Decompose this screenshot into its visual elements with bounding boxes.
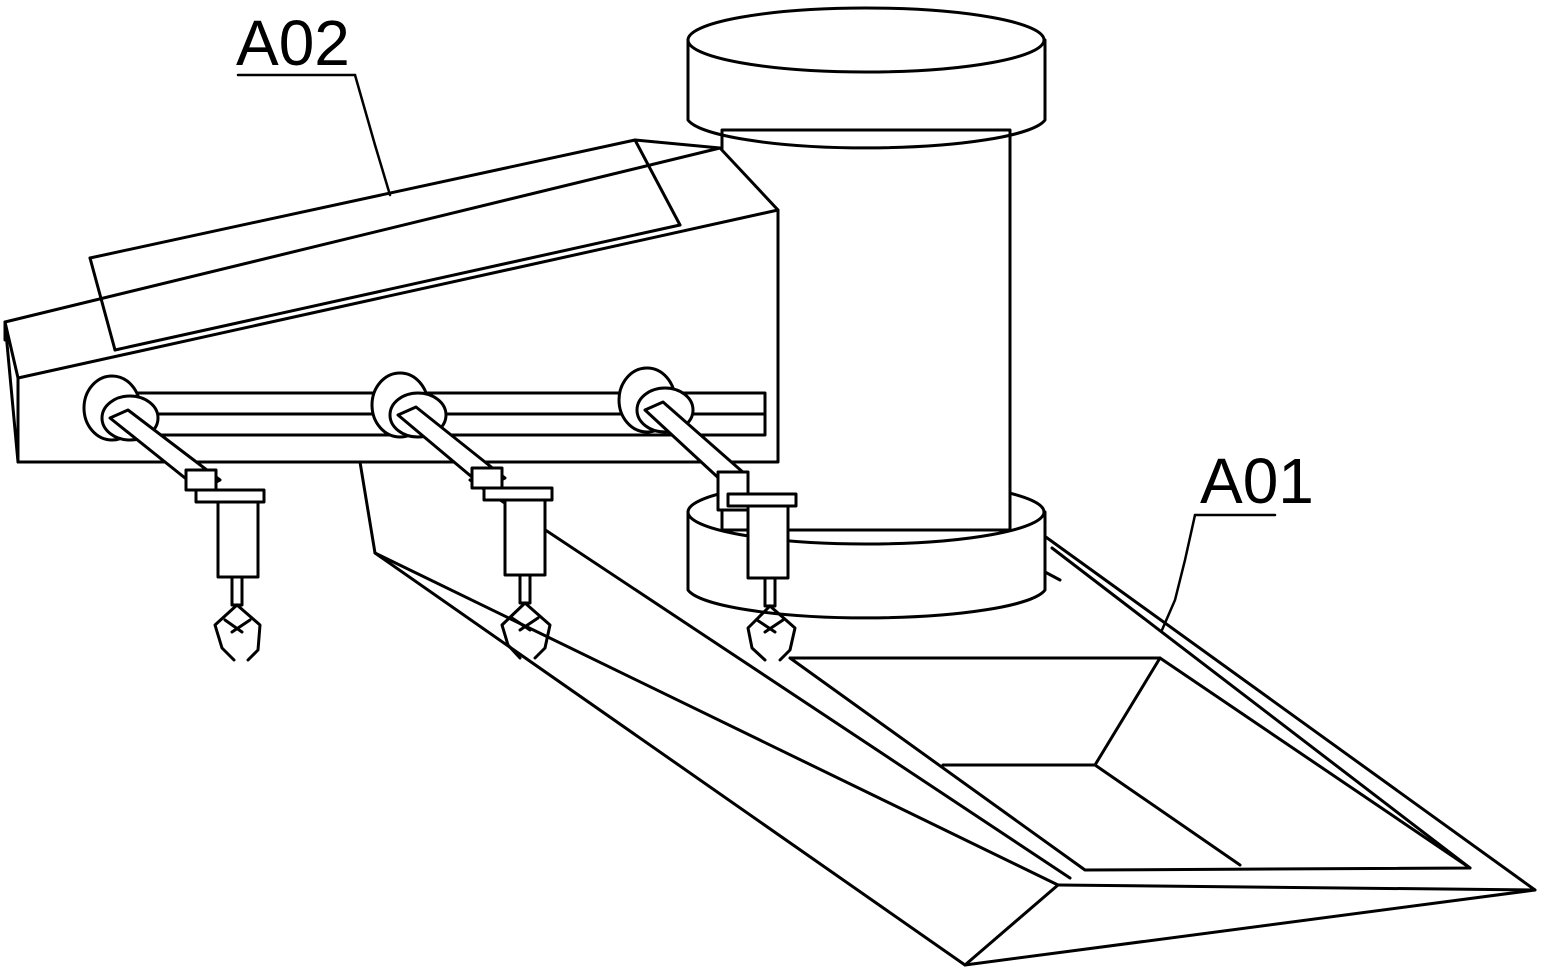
- gripper-2: [370, 371, 554, 660]
- gripper-3: [617, 366, 798, 662]
- label-a02-text: A02: [236, 7, 350, 79]
- gripper-1: [82, 374, 266, 662]
- conveyor-trough: [358, 460, 1537, 967]
- label-a01-text: A01: [1200, 445, 1314, 517]
- label-a02: A02: [236, 7, 392, 197]
- label-a01: A01: [1160, 445, 1314, 632]
